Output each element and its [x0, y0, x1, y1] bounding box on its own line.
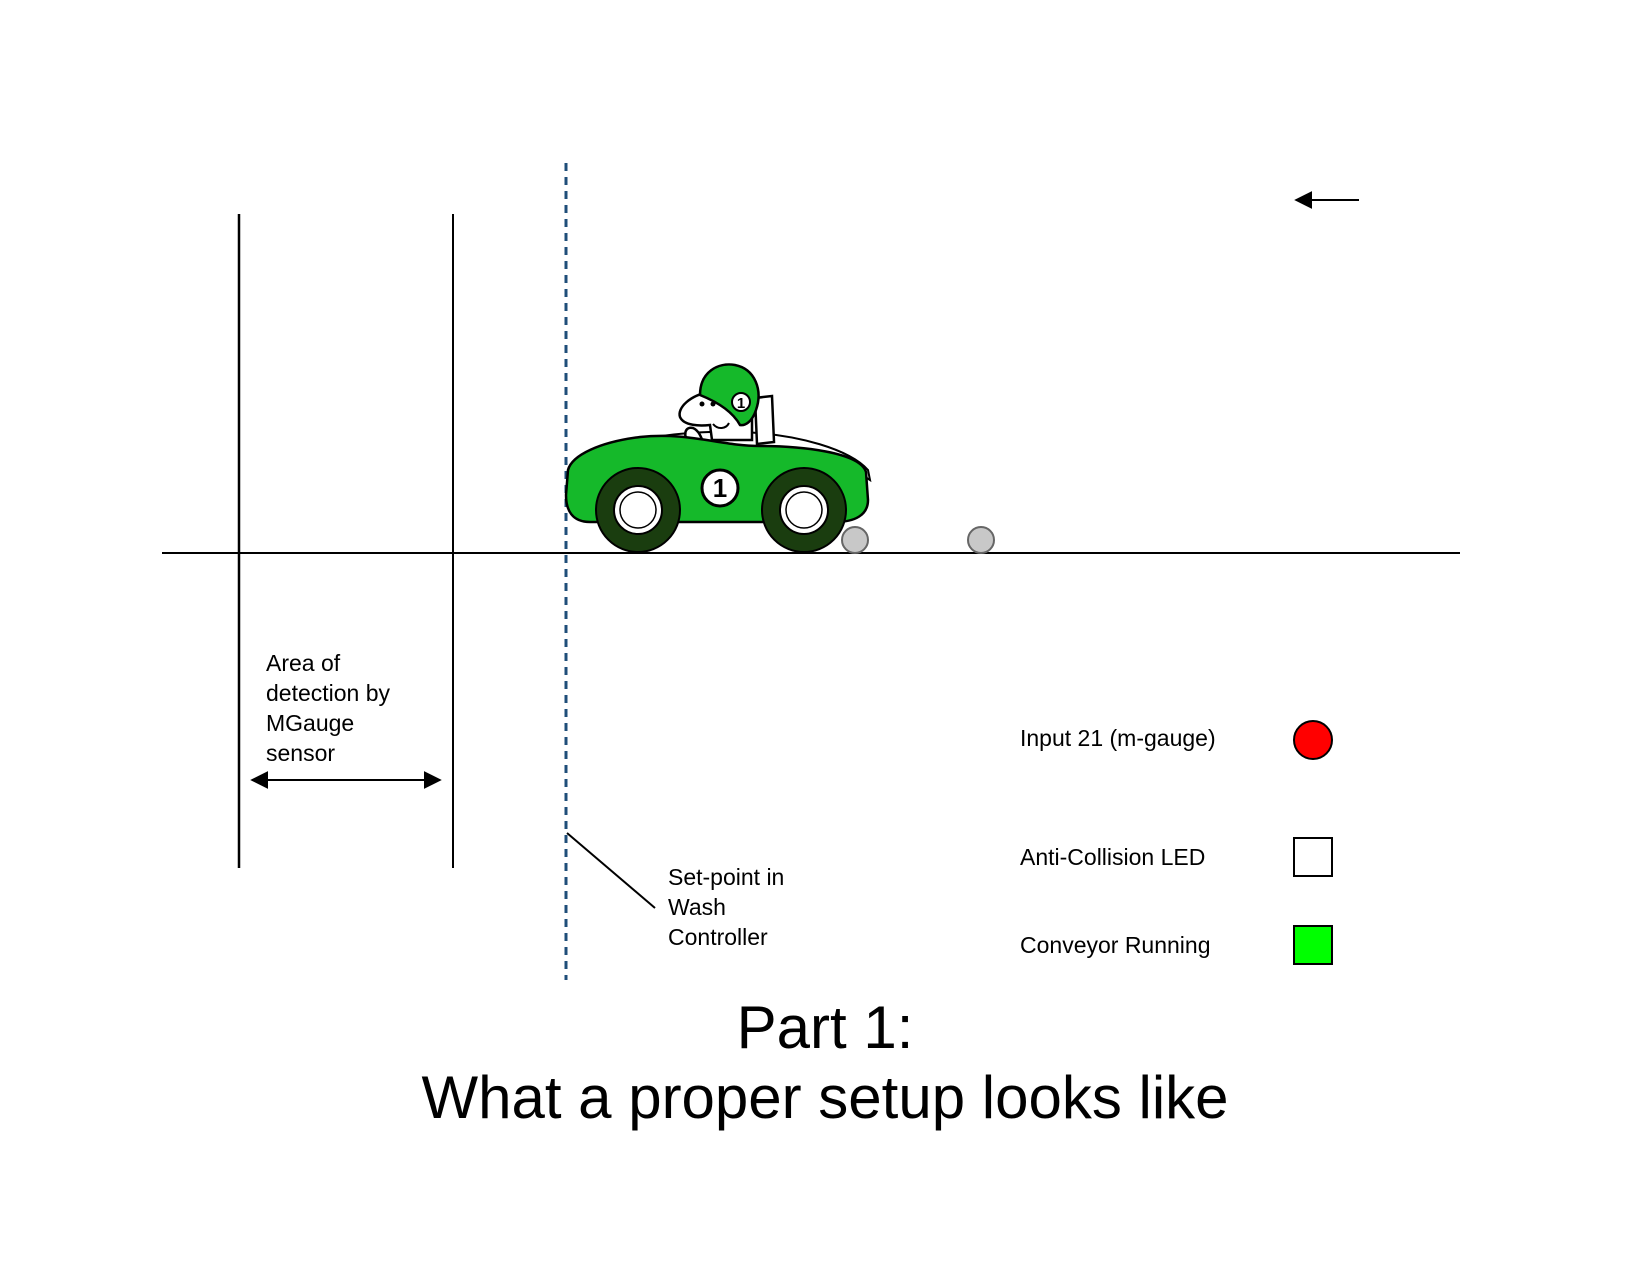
legend-label-conveyor: Conveyor Running: [1020, 932, 1211, 958]
car-seat: [753, 394, 776, 446]
car-wheel-rear: [761, 467, 847, 553]
helmet-number: 1: [737, 395, 745, 412]
legend-label-input21: Input 21 (m-gauge): [1020, 725, 1216, 751]
roller: [841, 526, 869, 554]
page-title-line2: What a proper setup looks like: [421, 1064, 1229, 1131]
anti-collision-led-icon: [1293, 837, 1333, 877]
race-car: 1 1: [564, 363, 872, 553]
car-wheel-front: [595, 467, 681, 553]
legend-label-anti-collision: Anti-Collision LED: [1020, 844, 1206, 870]
roller: [967, 526, 995, 554]
driver-mouth: [712, 422, 730, 429]
helmet-number-badge: [731, 392, 751, 412]
detection-area-label: Area of detection by MGauge sensor: [266, 650, 391, 766]
setpoint-leader-line: [566, 832, 656, 909]
car-number: 1: [713, 473, 727, 503]
driver-eye: [699, 401, 705, 407]
car-number-badge: [700, 468, 740, 508]
page-title-line1: Part 1:: [736, 994, 914, 1061]
conveyor-running-icon: [1293, 925, 1333, 965]
setpoint-label: Set-point in Wash Controller: [668, 864, 785, 950]
input21-indicator-icon: [1293, 720, 1333, 760]
